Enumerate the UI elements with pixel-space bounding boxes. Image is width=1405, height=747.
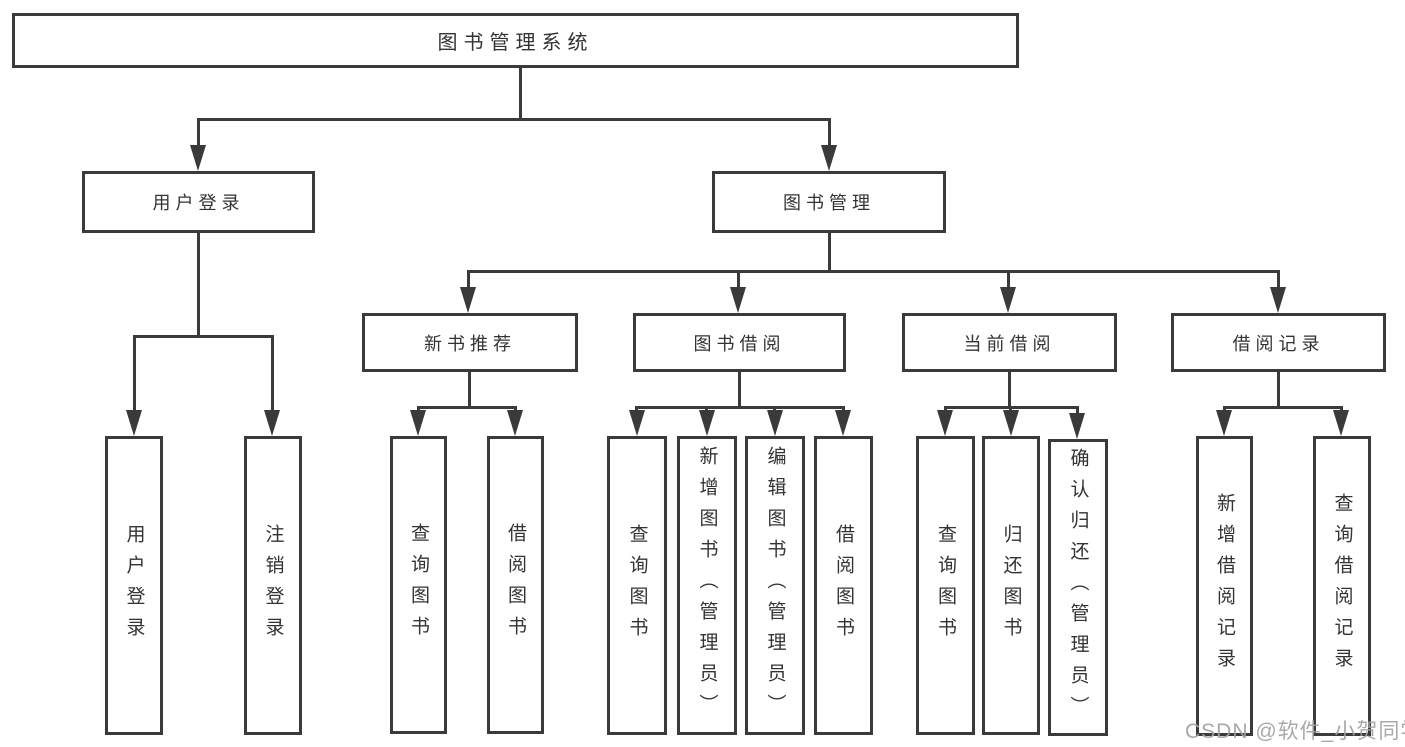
connector-line [133, 335, 136, 413]
node-label: 借阅图书 [833, 523, 854, 648]
arrow-down-icon [126, 410, 142, 436]
arrow-down-icon [821, 145, 837, 171]
node-book-management: 图书管理 [712, 171, 946, 233]
connector-line [271, 335, 274, 413]
leaf-confirm-return-admin: 确认归还（管理员） [1048, 439, 1108, 736]
arrow-down-icon [937, 410, 953, 436]
node-label: 当前借阅 [963, 333, 1056, 354]
connector-line [1340, 406, 1343, 413]
connector-line [1277, 372, 1280, 406]
leaf-borrow-books: 借阅图书 [487, 436, 544, 734]
connector-line [417, 406, 516, 409]
arrow-down-icon [410, 410, 426, 436]
node-label: 借阅记录 [1232, 333, 1325, 354]
arrow-down-icon [1270, 287, 1286, 313]
node-label: 用户登录 [152, 193, 245, 213]
arrow-down-icon [730, 287, 746, 313]
node-label: 编辑图书（管理员） [764, 446, 786, 725]
leaf-edit-books-admin: 编辑图书（管理员） [745, 436, 805, 735]
node-borrowing-records: 借阅记录 [1171, 313, 1386, 372]
leaf-query-books: 查询图书 [916, 436, 975, 735]
connector-line [705, 406, 708, 413]
arrow-down-icon [460, 287, 476, 313]
connector-line [468, 372, 471, 406]
node-label: 图书管理 [783, 193, 875, 213]
connector-line [417, 406, 420, 413]
node-label: 查询借阅记录 [1331, 493, 1353, 679]
arrow-down-icon [507, 410, 523, 436]
arrow-down-icon [699, 410, 715, 436]
connector-line [1223, 406, 1226, 413]
node-current-borrowing: 当前借阅 [902, 313, 1117, 372]
arrow-down-icon [1069, 413, 1085, 439]
node-label: 图书借阅 [693, 333, 786, 354]
connector-line [737, 270, 740, 290]
node-label: 确认归还（管理员） [1067, 448, 1089, 727]
connector-line [197, 118, 200, 148]
node-label: 注销登录 [262, 523, 284, 648]
leaf-query-borrow-record: 查询借阅记录 [1313, 436, 1371, 736]
arrow-down-icon [190, 145, 206, 171]
connector-line [635, 406, 638, 413]
arrow-down-icon [835, 410, 851, 436]
connector-line [1007, 270, 1010, 290]
connector-line [514, 406, 517, 413]
connector-line [1009, 406, 1012, 413]
connector-line [738, 372, 741, 406]
connector-line [944, 406, 947, 413]
arrow-down-icon [1000, 287, 1016, 313]
node-label: 查询图书 [626, 523, 648, 648]
node-label: 新书推荐 [424, 333, 516, 354]
csdn-watermark: CSDN @软件_小贺同学 [1185, 720, 1405, 743]
connector-line [1223, 406, 1342, 409]
connector-line [197, 233, 200, 335]
connector-line [1008, 372, 1011, 406]
arrow-down-icon [767, 410, 783, 436]
arrow-down-icon [1216, 410, 1232, 436]
leaf-query-books: 查询图书 [607, 436, 667, 735]
leaf-logout: 注销登录 [244, 436, 302, 735]
connector-line [842, 406, 845, 413]
connector-line [197, 118, 831, 121]
connector-line [773, 406, 776, 413]
node-new-book-recommendation: 新书推荐 [362, 313, 578, 372]
leaf-add-borrow-record: 新增借阅记录 [1196, 436, 1253, 736]
connector-line [467, 270, 470, 290]
connector-line [828, 118, 831, 148]
connector-line [519, 68, 522, 118]
leaf-add-books-admin: 新增图书（管理员） [677, 436, 737, 735]
node-label: 用户登录 [123, 523, 145, 648]
connector-line [828, 233, 831, 270]
arrow-down-icon [1003, 410, 1019, 436]
connector-line [636, 406, 844, 409]
connector-line [133, 335, 274, 338]
arrow-down-icon [629, 410, 645, 436]
connector-line [467, 270, 1280, 273]
connector-line [1076, 406, 1079, 416]
arrow-down-icon [264, 410, 280, 436]
node-label: 图书管理系统 [437, 32, 594, 54]
leaf-user-login: 用户登录 [105, 436, 163, 735]
node-label: 查询图书 [935, 523, 956, 648]
connector-line [1277, 270, 1280, 290]
node-label: 新增借阅记录 [1214, 493, 1235, 679]
node-label: 新增图书（管理员） [696, 446, 718, 725]
node-label: 查询图书 [408, 523, 429, 647]
node-user-login: 用户登录 [82, 171, 315, 233]
node-library-management-system: 图书管理系统 [12, 13, 1019, 68]
node-book-borrowing: 图书借阅 [633, 313, 846, 372]
arrow-down-icon [1333, 410, 1349, 436]
node-label: 归还图书 [1000, 523, 1022, 648]
leaf-return-books: 归还图书 [982, 436, 1040, 735]
leaf-query-books: 查询图书 [390, 436, 447, 734]
leaf-borrow-books: 借阅图书 [814, 436, 873, 735]
node-label: 借阅图书 [505, 523, 526, 647]
